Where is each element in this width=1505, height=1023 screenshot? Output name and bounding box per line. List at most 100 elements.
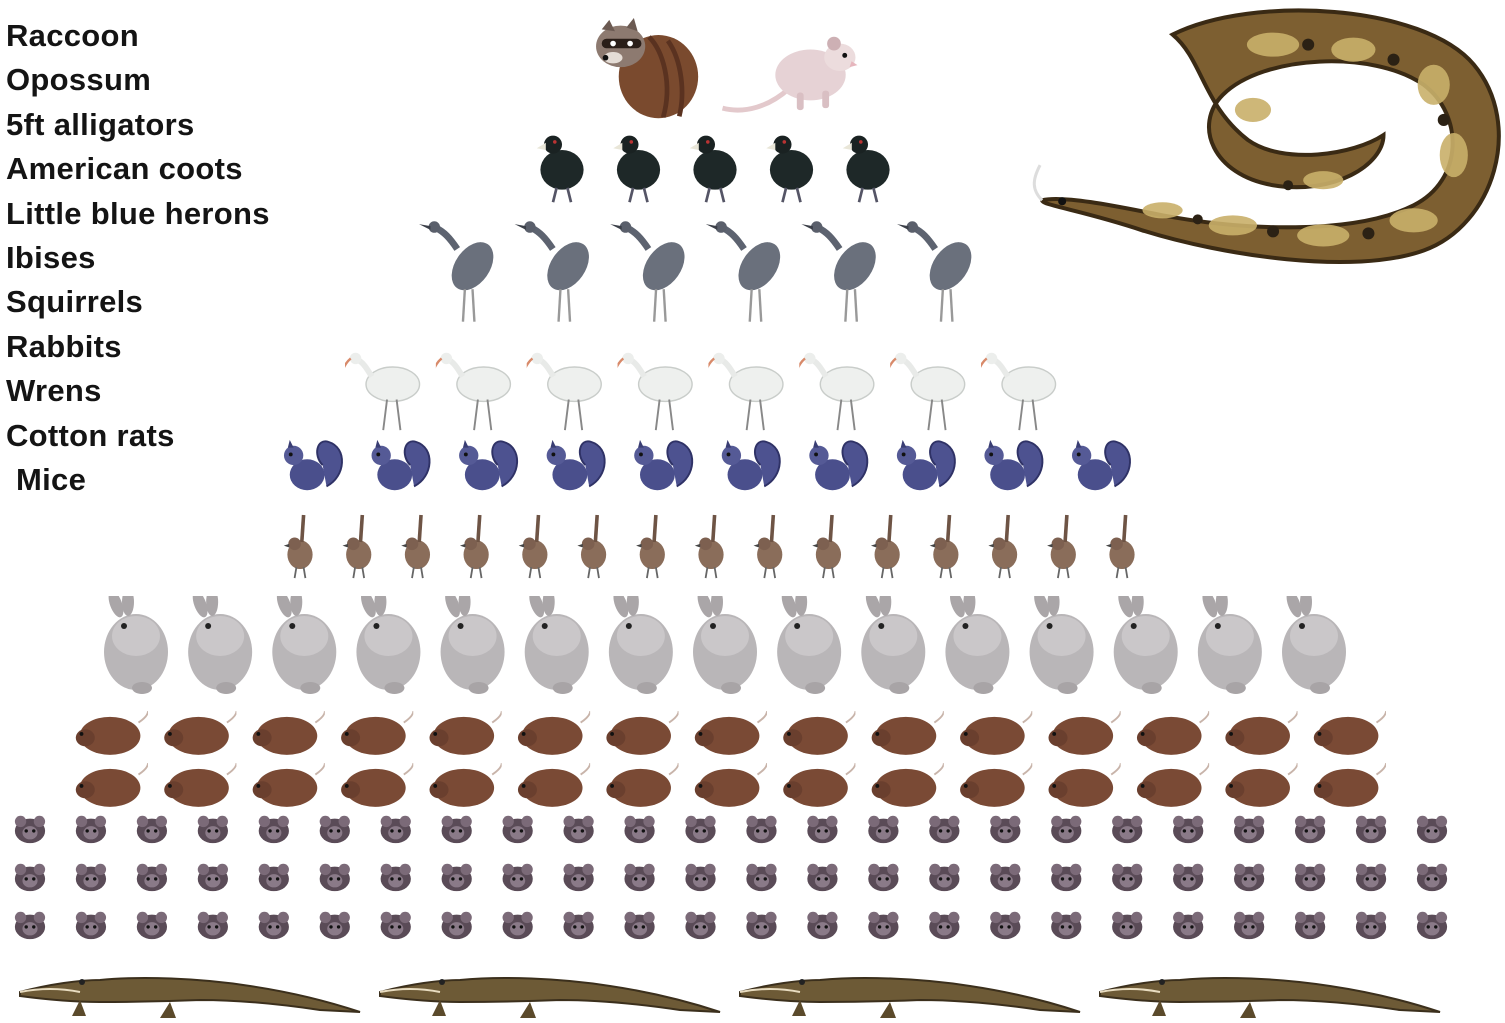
mouse-icon [1234, 816, 1264, 843]
mouse-icon [563, 864, 593, 891]
cotton-rat-icon [606, 711, 678, 755]
ibis-icon [341, 353, 419, 430]
wren-icon [871, 515, 900, 578]
mouse-icon [198, 912, 228, 939]
cotton-rat-icon [518, 763, 590, 807]
cotton-rat-icon [695, 711, 767, 755]
rabbit-icon [188, 588, 252, 694]
mouse-icon [685, 912, 715, 939]
mouse-icon [259, 816, 289, 843]
cotton-rat-icon [606, 763, 678, 807]
ibis-icon [795, 353, 873, 430]
cotton-rat-icon [253, 763, 325, 807]
mouse-icon [1356, 816, 1386, 843]
squirrel-icon [1072, 440, 1130, 490]
mouse-icon [76, 816, 106, 843]
rabbit-icon [1282, 588, 1346, 694]
cotton-rat-icon [695, 763, 767, 807]
american-coot-icon [766, 136, 813, 203]
ibis-icon [886, 353, 964, 430]
cotton-rat-icon [76, 763, 148, 807]
mouse-icon [746, 912, 776, 939]
cotton-rat-icon [1049, 763, 1121, 807]
burmese-python-icon [1034, 10, 1499, 262]
cotton-rat-icon [1137, 763, 1209, 807]
mouse-icon [868, 816, 898, 843]
mouse-icon [1234, 864, 1264, 891]
mouse-icon [685, 816, 715, 843]
cotton-rat-icon [430, 763, 502, 807]
cotton-rat-icon [1314, 763, 1386, 807]
mouse-icon [807, 864, 837, 891]
wren-icon [577, 515, 606, 578]
wren-icon [930, 515, 959, 578]
wren-icon [988, 515, 1017, 578]
rabbit-icon [861, 588, 925, 694]
mouse-icon [624, 864, 654, 891]
rabbit-icon [104, 588, 168, 694]
mouse-icon [1295, 816, 1325, 843]
mouse-icon [381, 816, 411, 843]
rabbit-icon [777, 588, 841, 694]
mouse-icon [1234, 912, 1264, 939]
mouse-icon [1417, 912, 1447, 939]
mouse-icon [1295, 864, 1325, 891]
mouse-icon [137, 864, 167, 891]
american-coot-icon [537, 136, 584, 203]
mouse-icon [76, 912, 106, 939]
mouse-icon [1356, 864, 1386, 891]
ibis-icon [523, 353, 601, 430]
cotton-rat-icon [960, 711, 1032, 755]
rabbit-icon [441, 588, 505, 694]
rabbit-icon [356, 588, 420, 694]
wren-icon [1106, 515, 1135, 578]
mouse-icon [624, 816, 654, 843]
wren-icon [754, 515, 783, 578]
mouse-icon [746, 816, 776, 843]
mouse-icon [15, 864, 45, 891]
mouse-icon [198, 816, 228, 843]
mouse-icon [503, 864, 533, 891]
cotton-rat-icon [1137, 711, 1209, 755]
little-blue-heron-icon [610, 221, 693, 321]
raccoon-icon [596, 18, 698, 118]
rabbit-icon [272, 588, 336, 694]
mouse-icon [1173, 912, 1203, 939]
little-blue-heron-icon [419, 221, 502, 321]
mouse-icon [1173, 816, 1203, 843]
alligator-icon [740, 978, 1080, 1018]
mouse-icon [807, 816, 837, 843]
mouse-icon [929, 816, 959, 843]
mouse-icon [503, 816, 533, 843]
alligator-icon [20, 978, 360, 1018]
american-coot-icon [613, 136, 660, 203]
mouse-icon [624, 912, 654, 939]
american-coot-icon [843, 136, 890, 203]
squirrel-icon [809, 440, 867, 490]
squirrel-icon [547, 440, 605, 490]
mouse-icon [807, 912, 837, 939]
mouse-icon [320, 816, 350, 843]
wren-icon [636, 515, 665, 578]
little-blue-heron-icon [897, 221, 980, 321]
mouse-icon [320, 912, 350, 939]
squirrel-icon [372, 440, 430, 490]
mouse-icon [1295, 912, 1325, 939]
mouse-icon [381, 864, 411, 891]
mouse-icon [259, 912, 289, 939]
mouse-icon [1112, 816, 1142, 843]
mouse-icon [320, 864, 350, 891]
rabbit-icon [693, 588, 757, 694]
mouse-icon [990, 912, 1020, 939]
mouse-icon [563, 912, 593, 939]
mouse-icon [929, 864, 959, 891]
cotton-rat-icon [341, 763, 413, 807]
mouse-icon [868, 864, 898, 891]
cotton-rat-icon [430, 711, 502, 755]
squirrel-icon [984, 440, 1042, 490]
mouse-icon [137, 912, 167, 939]
mouse-icon [563, 816, 593, 843]
wren-icon [284, 515, 313, 578]
cotton-rat-icon [783, 711, 855, 755]
mouse-icon [685, 864, 715, 891]
